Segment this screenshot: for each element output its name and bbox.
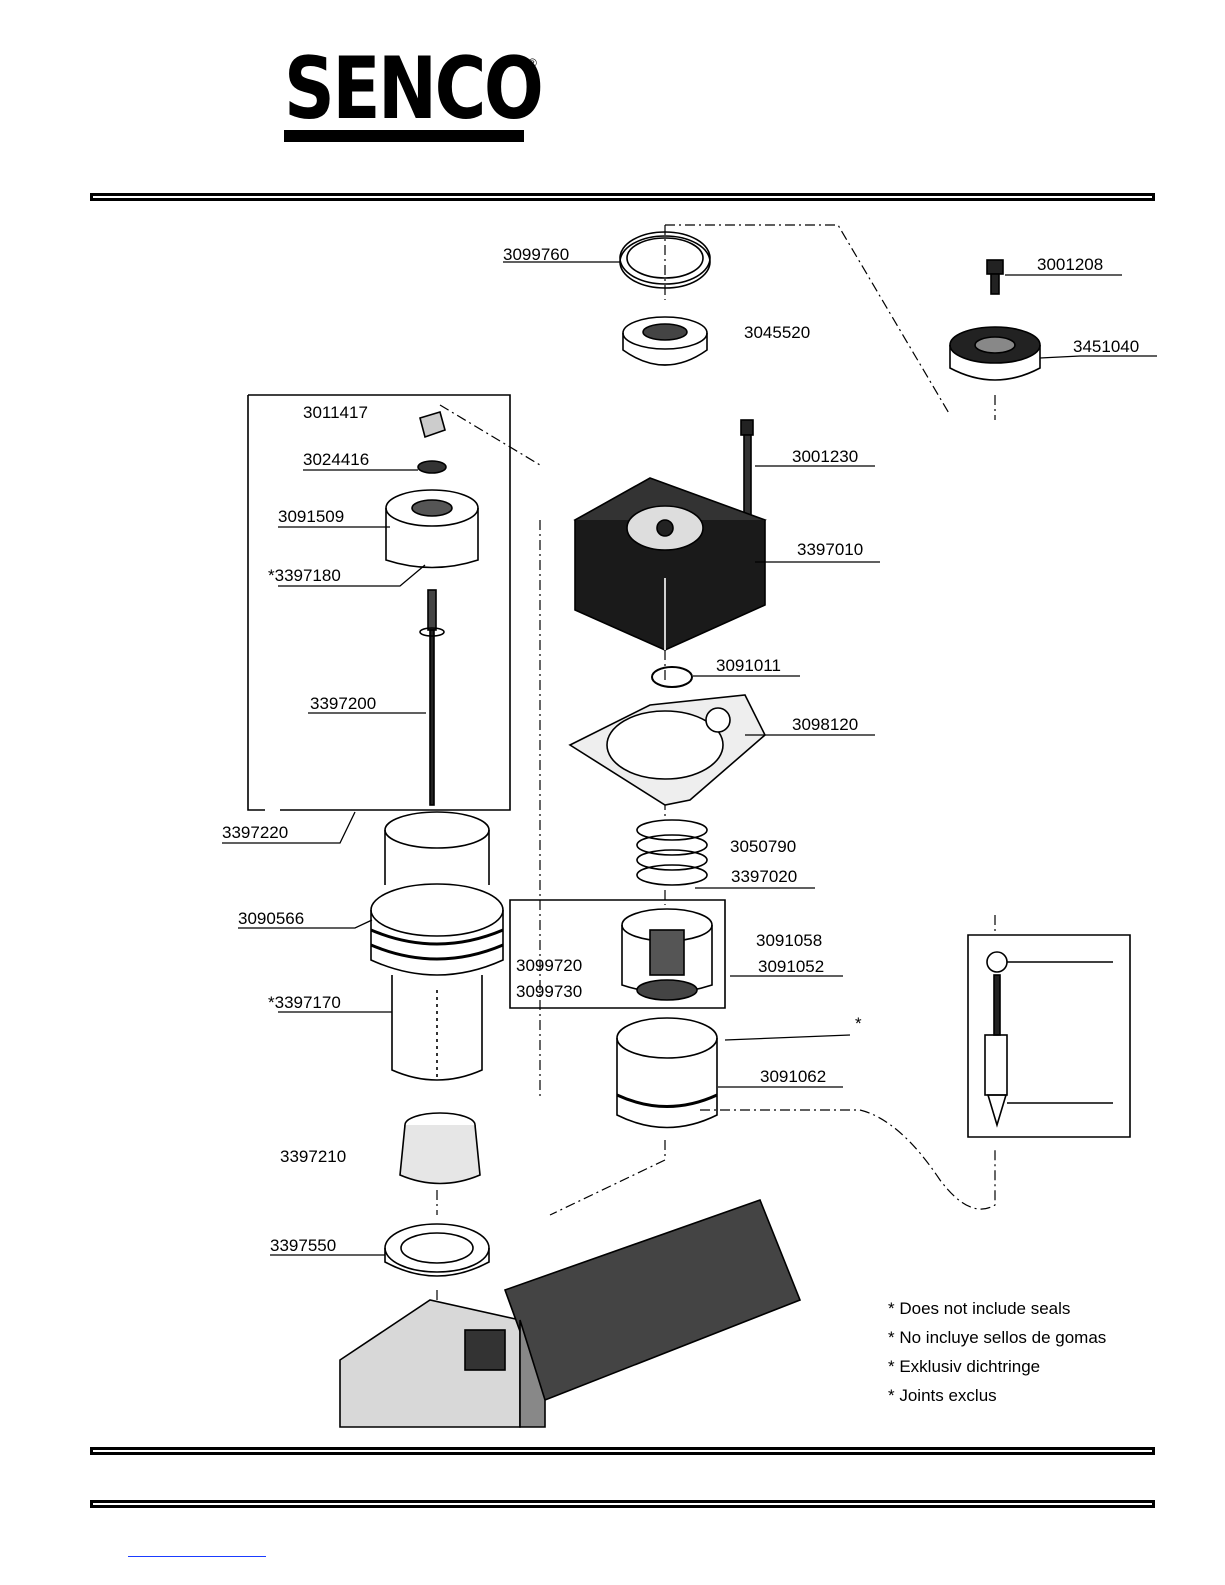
logo-underline <box>284 130 524 142</box>
footer-link-underline[interactable] <box>128 1556 266 1557</box>
part-3451040-exhaust-cap <box>949 326 1041 381</box>
part-3091011-oring <box>651 666 693 688</box>
label-3397210: 3397210 <box>280 1147 347 1166</box>
tool-housing <box>339 1198 802 1428</box>
label-3001230: 3001230 <box>792 447 859 466</box>
label-3397020: 3397020 <box>731 867 798 886</box>
detail-driver-tool <box>984 951 1113 1128</box>
label-3397550: 3397550 <box>270 1236 337 1255</box>
part-3397010-cylinder-cap <box>573 477 767 651</box>
logo-wordmark: SENCO <box>284 39 544 139</box>
label-3397220: 3397220 <box>222 823 289 842</box>
label-3397200: 3397200 <box>310 694 377 713</box>
registered-mark: ® <box>528 56 537 70</box>
label-3001208: 3001208 <box>1037 255 1104 274</box>
leader-lines <box>222 261 1157 1256</box>
header-rule <box>90 193 1155 201</box>
part-3397200-driver <box>419 589 445 806</box>
part-3397170-cylinder <box>370 811 504 1081</box>
asterisk-marker: * <box>855 1014 862 1033</box>
assembly-3397020-box <box>509 899 726 1009</box>
part-valve-piston <box>621 908 713 1001</box>
label-3098120: 3098120 <box>792 715 859 734</box>
part-3001208-screw <box>986 259 1004 295</box>
label-3397170: *3397170 <box>268 993 341 1012</box>
centerlines <box>436 224 996 1370</box>
part-3091062-sleeve <box>616 1017 718 1129</box>
label-3099730: 3099730 <box>516 982 583 1001</box>
label-3011417: 3011417 <box>303 403 368 422</box>
footnote-spanish: * No incluye sellos de gomas <box>888 1328 1107 1347</box>
part-3397210-nose <box>399 1112 481 1185</box>
part-3098120-gasket <box>568 694 766 806</box>
part-3011417-nut <box>419 410 446 439</box>
label-3090566: 3090566 <box>238 909 305 928</box>
footnote-german: * Exklusiv dichtringe <box>888 1357 1041 1376</box>
label-3045520: 3045520 <box>744 323 811 342</box>
part-3001230-bolt <box>740 419 754 516</box>
footnote-french: * Joints exclus <box>888 1386 997 1405</box>
label-3091052: 3091052 <box>758 957 825 976</box>
assembly-3397220-box <box>247 394 511 811</box>
label-3099760: 3099760 <box>503 245 570 264</box>
footnote-english: * Does not include seals <box>888 1299 1071 1318</box>
senco-logo: SENCO ® <box>284 46 544 144</box>
part-3045520-cap <box>622 316 708 366</box>
label-3091062: 3091062 <box>760 1067 827 1086</box>
driver-detail-box <box>967 934 1131 1138</box>
label-3050790: 3050790 <box>730 837 797 856</box>
footer-rule-bottom <box>90 1500 1155 1508</box>
part-3024416-washer <box>417 460 447 474</box>
label-3397010: 3397010 <box>797 540 864 559</box>
label-3451040: 3451040 <box>1073 337 1140 356</box>
part-3050790-spring <box>636 819 708 886</box>
label-3091011: 3091011 <box>716 656 781 675</box>
label-3024416: 3024416 <box>303 450 370 469</box>
part-3091509-piston <box>385 489 479 569</box>
footer-rule-top <box>90 1447 1155 1455</box>
part-3397550-ring-nut <box>384 1223 490 1277</box>
label-3099720: 3099720 <box>516 956 583 975</box>
label-3091509: 3091509 <box>278 507 345 526</box>
label-3091058: 3091058 <box>756 931 823 950</box>
label-3397180: *3397180 <box>268 566 341 585</box>
